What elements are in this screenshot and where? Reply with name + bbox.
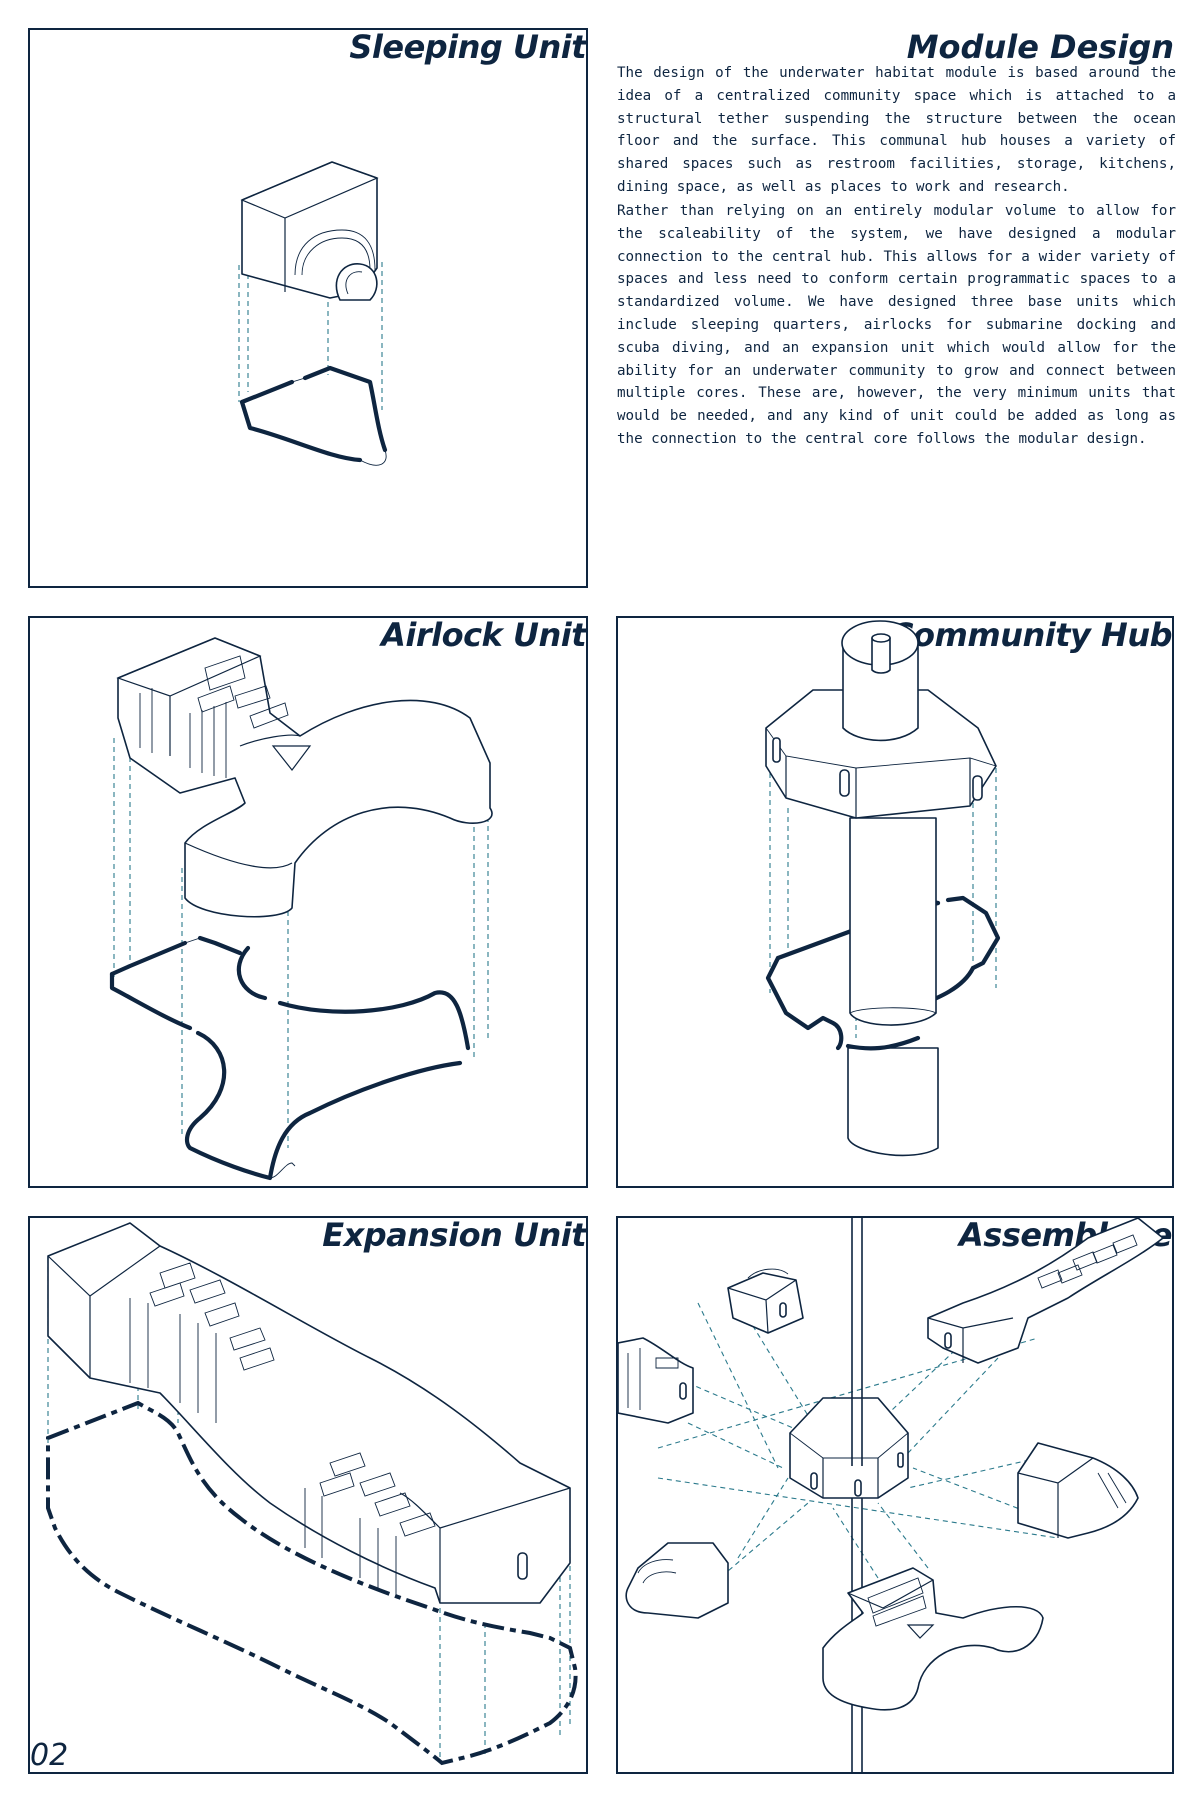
expansion-unit-drawing bbox=[46, 1222, 578, 1766]
assemblage-drawing bbox=[618, 1218, 1164, 1772]
sleeping-unit-projection-lines bbox=[238, 262, 383, 410]
intro-paragraph: The design of the underwater habitat mod… bbox=[617, 65, 1176, 195]
page-title: Module Design bbox=[906, 28, 1174, 66]
community-hub-drawing bbox=[765, 620, 1001, 1157]
assemblage-hub bbox=[789, 1397, 909, 1499]
assemblage-sleeping-top bbox=[727, 1268, 804, 1334]
expansion-unit-panel: Expansion Unit bbox=[28, 1216, 588, 1774]
airlock-unit-title: Airlock Unit bbox=[381, 616, 586, 654]
assemblage-airlock-bottom bbox=[822, 1567, 1044, 1711]
community-hub-panel: Community Hub bbox=[616, 616, 1174, 1188]
hub-tether-mid bbox=[849, 817, 937, 1026]
expansion-footprint bbox=[46, 1400, 578, 1766]
airlock-unit-panel: Airlock Unit bbox=[28, 616, 588, 1188]
assemblage-sleeping-right bbox=[1017, 1442, 1139, 1539]
sleeping-unit-drawing bbox=[238, 161, 388, 466]
module-paragraph: Rather than relying on an entirely modul… bbox=[617, 203, 1176, 447]
airlock-footprint bbox=[109, 935, 471, 1181]
expansion-unit-title: Expansion Unit bbox=[322, 1216, 586, 1254]
airlock-projection-lines bbox=[113, 738, 489, 1148]
sleeping-unit-panel: Sleeping Unit bbox=[28, 28, 588, 588]
assemblage-panel: Assemblage bbox=[616, 1216, 1174, 1774]
hub-tether-lower bbox=[847, 1047, 939, 1157]
page-number: 02 bbox=[30, 1738, 69, 1773]
airlock-unit-volume bbox=[116, 637, 493, 918]
assemblage-left-units bbox=[618, 1337, 729, 1619]
hub-volume bbox=[765, 620, 997, 819]
sleeping-unit-title: Sleeping Unit bbox=[349, 28, 586, 66]
assemblage-expansion-top-right bbox=[927, 1218, 1164, 1364]
expansion-unit-volume bbox=[47, 1222, 571, 1604]
sleeping-unit-volume bbox=[240, 161, 379, 301]
sleeping-unit-footprint bbox=[239, 365, 388, 466]
community-hub-title: Community Hub bbox=[890, 616, 1172, 654]
airlock-unit-drawing bbox=[109, 637, 493, 1181]
